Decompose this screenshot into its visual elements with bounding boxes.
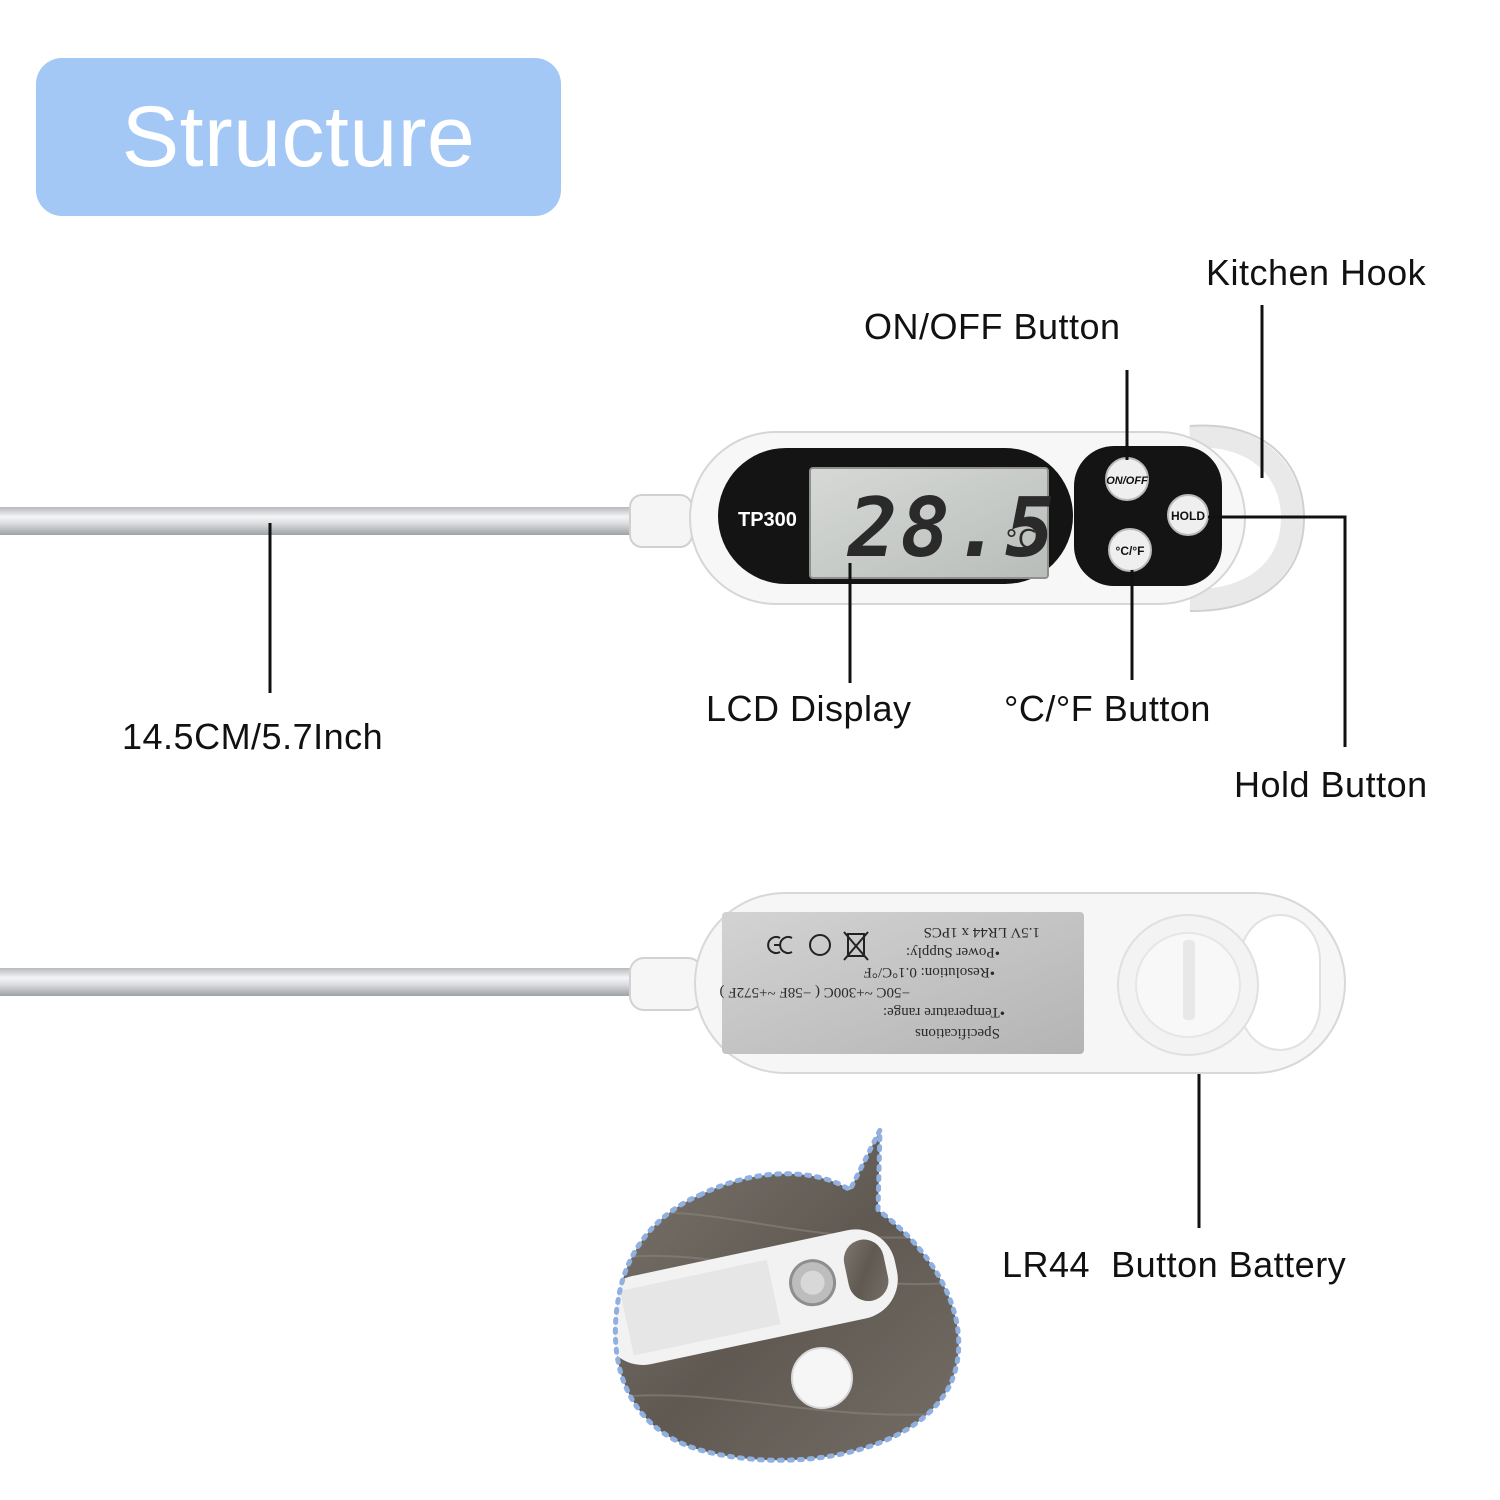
- title-badge: Structure: [36, 58, 561, 216]
- removed-battery-cover: [791, 1347, 853, 1409]
- label-on-off-button: ON/OFF Button: [864, 306, 1121, 347]
- spec-line-1: •Temperature range:: [883, 1004, 1005, 1020]
- lr44-battery-center: [800, 1270, 825, 1295]
- page-title: Structure: [121, 88, 476, 185]
- certification-marks: [767, 931, 869, 961]
- back-probe-collar: [629, 957, 703, 1011]
- label-probe-length: 14.5CM/5.7Inch: [122, 716, 384, 757]
- lcd-reading: 28.5: [846, 481, 1057, 576]
- label-lcd-display: LCD Display: [706, 688, 912, 729]
- on-off-button-text[interactable]: ON/OFF: [1106, 475, 1148, 487]
- ce-mark-icon: [767, 936, 793, 954]
- lcd-unit: °C: [1005, 525, 1036, 555]
- label-kitchen-hook: Kitchen Hook: [1206, 252, 1427, 293]
- label-unit-button: °C/°F Button: [1004, 688, 1211, 729]
- label-battery: LR44 Button Battery: [1002, 1244, 1347, 1285]
- unit-toggle-button-cap[interactable]: [1108, 528, 1152, 572]
- spec-line-3: •Resolution: 0.1°C/°F: [864, 964, 995, 980]
- photo-spec-plate: [620, 1259, 781, 1356]
- unit-toggle-button-text[interactable]: °C/°F: [1116, 544, 1145, 558]
- spec-line-4: •Power Supply:: [906, 944, 1000, 960]
- weee-bin-icon: [847, 933, 865, 957]
- probe-collar: [629, 494, 693, 548]
- unit-toggle-button[interactable]: °C/°F: [1108, 528, 1152, 572]
- on-off-button[interactable]: ON/OFF: [1105, 457, 1149, 501]
- leader-hold-button: [1208, 515, 1347, 747]
- spec-plate: [722, 912, 1084, 1054]
- opened-thermometer-photo: [615, 1229, 898, 1365]
- battery-callout-bubble: [612, 1128, 962, 1463]
- back-thermometer: Specifications •Temperature range: −50C …: [0, 892, 1346, 1074]
- leader-lines: [268, 305, 1347, 1228]
- spec-line-5: 1.5V LR44 x 1PCS: [924, 924, 1040, 940]
- front-thermometer: TP300 28.5 °C ON/OFF HOLD °C/°F: [0, 424, 1306, 613]
- lcd-screen: [809, 467, 1049, 579]
- back-probe-stem: [0, 968, 640, 996]
- photo-hook: [843, 1239, 889, 1302]
- weee-cross-2: [843, 931, 869, 961]
- model-text: TP300: [738, 509, 797, 531]
- recycle-mark-icon: [809, 934, 831, 956]
- grain-3: [615, 1394, 959, 1416]
- hold-button-cap[interactable]: [1167, 494, 1209, 536]
- hold-button-text[interactable]: HOLD: [1171, 509, 1205, 523]
- battery-cover-slot[interactable]: [1183, 940, 1195, 1020]
- label-hold-button: Hold Button: [1234, 764, 1428, 805]
- callout-border: [612, 1128, 962, 1463]
- hold-button[interactable]: HOLD: [1167, 494, 1209, 536]
- spec-heading: Specifications: [915, 1025, 1000, 1041]
- spec-line-2: −50C ~+300C ( −58F ~+572F ): [719, 984, 910, 1000]
- probe-stem: [0, 507, 640, 535]
